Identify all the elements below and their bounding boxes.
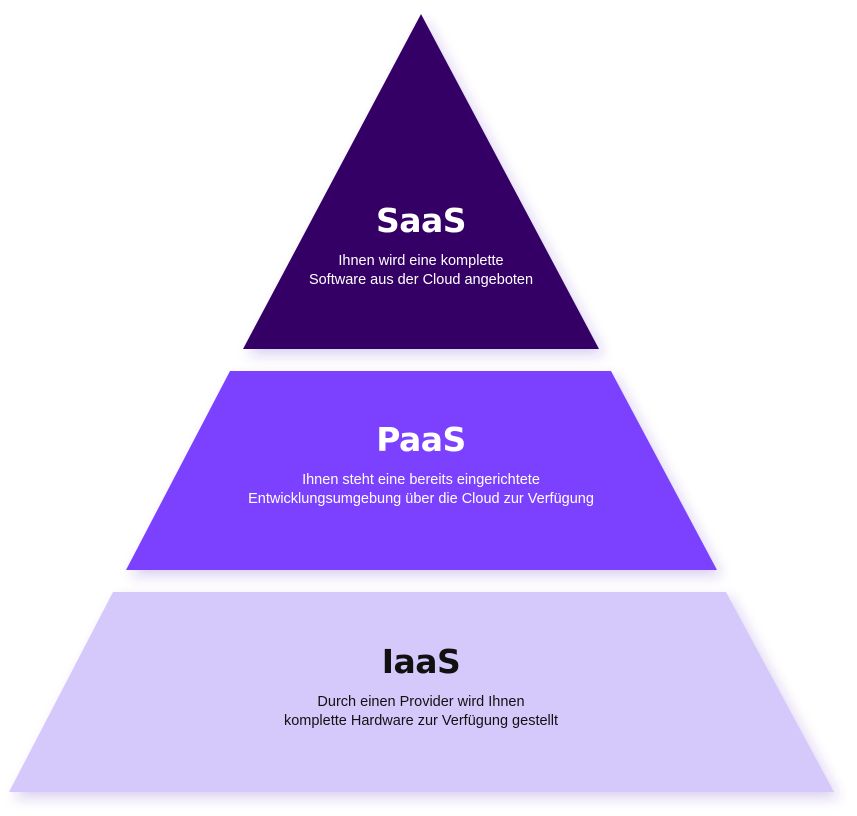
- iaas-tier-label: IaaS Durch einen Provider wird Ihnen kom…: [0, 643, 842, 731]
- iaas-title: IaaS: [381, 642, 461, 681]
- iaas-description-line-2: komplette Hardware zur Verfügung gestell…: [283, 713, 559, 729]
- iaas-tier-shape: [9, 592, 834, 792]
- saas-description-line-2: Software aus der Cloud angeboten: [308, 272, 534, 288]
- paas-tier-label: PaaS Ihnen steht eine bereits eingericht…: [0, 421, 842, 509]
- saas-title: SaaS: [375, 201, 467, 240]
- paas-tier-shape: [126, 371, 717, 570]
- saas-description-line-1: Ihnen wird eine komplette: [338, 253, 504, 269]
- iaas-description-line-1: Durch einen Provider wird Ihnen: [317, 694, 525, 710]
- paas-title: PaaS: [376, 420, 466, 459]
- saas-tier-label: SaaS Ihnen wird eine komplette Software …: [0, 202, 842, 290]
- paas-description-line-1: Ihnen steht eine bereits eingerichtete: [302, 472, 540, 488]
- paas-description-line-2: Entwicklungsumgebung über die Cloud zur …: [248, 491, 594, 507]
- saas-tier-shape: [243, 14, 599, 349]
